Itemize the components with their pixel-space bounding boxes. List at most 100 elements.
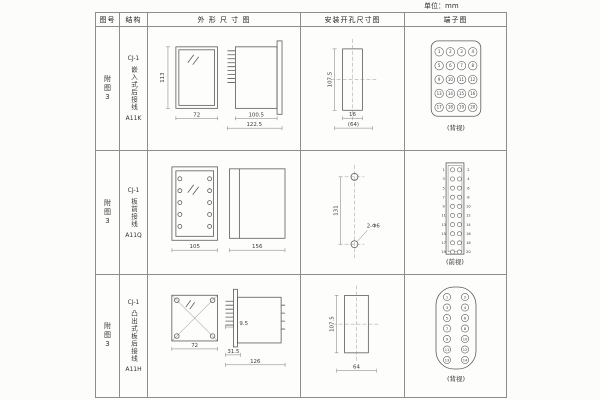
terminal-number: 13 — [437, 91, 443, 96]
terminal-number: 8 — [464, 327, 467, 331]
terminal-circle — [443, 293, 451, 301]
terminal-number: 15 — [459, 91, 465, 96]
terminal-number: 20 — [466, 250, 471, 254]
terminal-number: 2 — [449, 49, 452, 54]
view-label: (背视) — [447, 374, 465, 383]
terminal-circle — [457, 231, 462, 237]
front-view — [171, 166, 218, 241]
dimension-lines — [334, 295, 377, 373]
terminal-circle — [450, 222, 455, 227]
terminal-number: 11 — [441, 214, 446, 218]
mounting-drawing-a11q: 131 2-Φ6 — [334, 164, 380, 259]
dim-width: 105 — [190, 244, 200, 250]
terminal-number: 1 — [446, 295, 448, 299]
terminal-circle — [450, 203, 455, 209]
terminal-circle — [445, 102, 455, 112]
terminal-number: 17 — [441, 241, 446, 245]
terminal-circle — [443, 303, 451, 312]
dimension-sheet-table: 图号 结构 外 形 尺 寸 图 安装开孔尺寸图 端子图 附图3 CJ-1 嵌入式… — [95, 12, 507, 398]
terminal-number: 1 — [438, 49, 441, 54]
outline-cell-a11h: 72 9.5 31.5 126 — [148, 275, 301, 397]
mounting-drawing-a11h: 107.5 64 — [330, 285, 381, 373]
terminal-number: 8 — [467, 195, 470, 199]
terminal-number: 9 — [446, 337, 449, 341]
centerlines — [330, 38, 377, 121]
terminal-circle — [445, 75, 455, 85]
terminal-number: 12 — [466, 214, 471, 218]
terminal-circle — [445, 61, 455, 71]
outline-drawing-a11h: 72 9.5 31.5 126 — [171, 288, 286, 367]
terminal-circle — [443, 356, 451, 364]
dim-pin-length: 9.5 — [239, 321, 248, 327]
terminal-circle — [445, 47, 455, 57]
terminal-number: 1 — [442, 168, 444, 172]
code-label: A11K — [125, 115, 142, 122]
terminal-number: 3 — [442, 177, 444, 181]
centerlines — [344, 164, 365, 259]
dim-cutout-height: 107.5 — [330, 316, 336, 332]
terminal-circle — [443, 345, 451, 354]
terminal-circle — [434, 102, 444, 112]
front-view — [175, 46, 218, 109]
structure-cell-a11h: CJ-1 凸出式板后接线 A11H — [120, 275, 148, 397]
structure-type-label: 板前接线 — [129, 197, 138, 228]
terminal-number: 16 — [466, 232, 471, 236]
dim-overall-width: (64) — [348, 122, 359, 128]
terminal-circle — [468, 88, 478, 99]
terminal-block-outline — [430, 40, 482, 117]
terminal-circle — [434, 61, 444, 71]
terminal-circle — [461, 324, 469, 333]
dim-hole-spacing: 131 — [334, 205, 340, 215]
model-label: CJ-1 — [127, 55, 140, 62]
model-label: CJ-1 — [127, 298, 140, 306]
dimension-lines — [332, 48, 373, 131]
terminal-strip-inner — [447, 165, 463, 252]
unit-label: 单位：mm — [424, 2, 459, 10]
header-mounting-dims: 安装开孔尺寸图 — [301, 13, 405, 27]
terminal-circle — [457, 185, 462, 191]
terminal-number: 11 — [445, 348, 450, 352]
terminal-circle — [443, 324, 451, 333]
terminal-number: 12 — [463, 348, 468, 352]
dim-total-length: 126 — [250, 359, 261, 365]
outline-drawing-a11k: 113 72 100.5 122.5 — [160, 40, 283, 131]
terminal-circle — [450, 194, 455, 200]
terminal-circle — [450, 231, 455, 237]
terminal-number: 20 — [470, 105, 476, 110]
terminal-block-outline — [435, 286, 477, 370]
terminal-circle — [468, 102, 478, 112]
dim-cutout-width: 64 — [353, 365, 360, 371]
terminal-circle — [468, 47, 478, 57]
terminal-number: 4 — [472, 49, 475, 54]
terminal-circle — [450, 213, 455, 218]
terminal-circle — [434, 47, 444, 57]
front-view — [171, 294, 218, 342]
code-label: A11H — [125, 366, 142, 374]
structure-cell-a11k: CJ-1 嵌入式后接线 A11K — [120, 27, 148, 151]
terminal-number: 4 — [464, 306, 467, 310]
terminal-number: 3 — [446, 306, 448, 310]
terminal-number: 2 — [467, 168, 469, 172]
outline-drawing-a11q: 105 156 — [171, 166, 286, 253]
terminal-circle — [461, 303, 469, 312]
terminal-circle — [450, 176, 455, 182]
terminal-number: 18 — [448, 105, 454, 110]
terminal-number: 13 — [445, 358, 450, 362]
terminal-number: 5 — [438, 63, 441, 68]
terminal-circle — [461, 314, 469, 322]
terminal-circle — [457, 203, 462, 209]
fig-no-label: 附图3 — [103, 74, 112, 103]
view-label: (背视) — [447, 123, 465, 132]
dim-width: 72 — [191, 343, 198, 349]
terminal-number: 14 — [448, 91, 454, 96]
terminal-number: 2 — [464, 295, 466, 299]
terminal-number: 18 — [466, 241, 471, 245]
terminal-number: 5 — [442, 186, 444, 190]
dimension-lines — [171, 325, 286, 367]
outline-cell-a11k: 113 72 100.5 122.5 — [148, 27, 301, 151]
terminal-circle — [456, 88, 467, 99]
outline-cell-a11q: 105 156 — [148, 151, 301, 275]
